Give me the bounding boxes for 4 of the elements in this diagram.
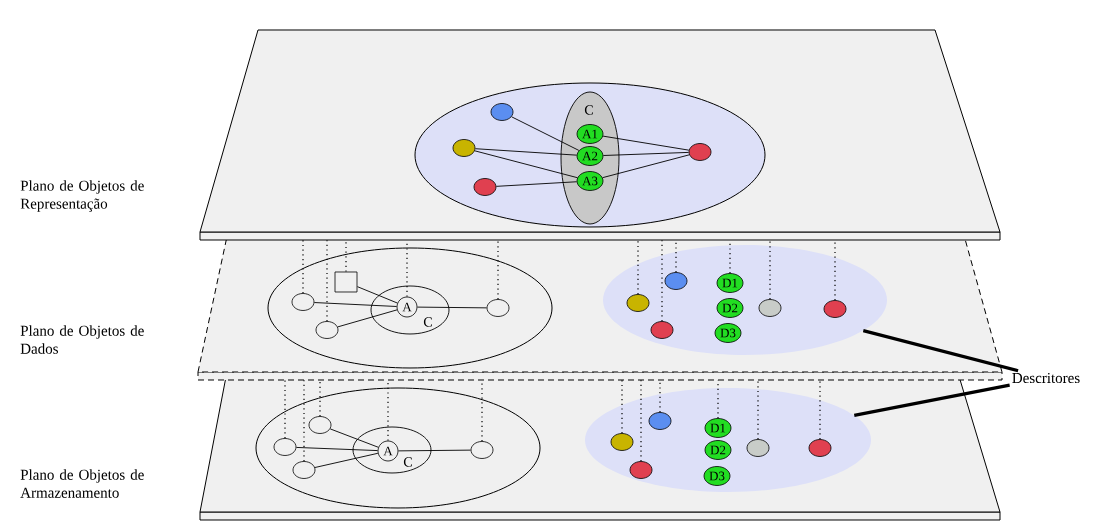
plane-label: Plano de Objetos de Dados <box>20 325 144 354</box>
callout-label: Descritores <box>1012 372 1080 384</box>
plane-label: Plano de Objetos de Representação <box>20 180 144 212</box>
plane-label: Plano de Objetos de Armazenamento <box>20 469 144 498</box>
